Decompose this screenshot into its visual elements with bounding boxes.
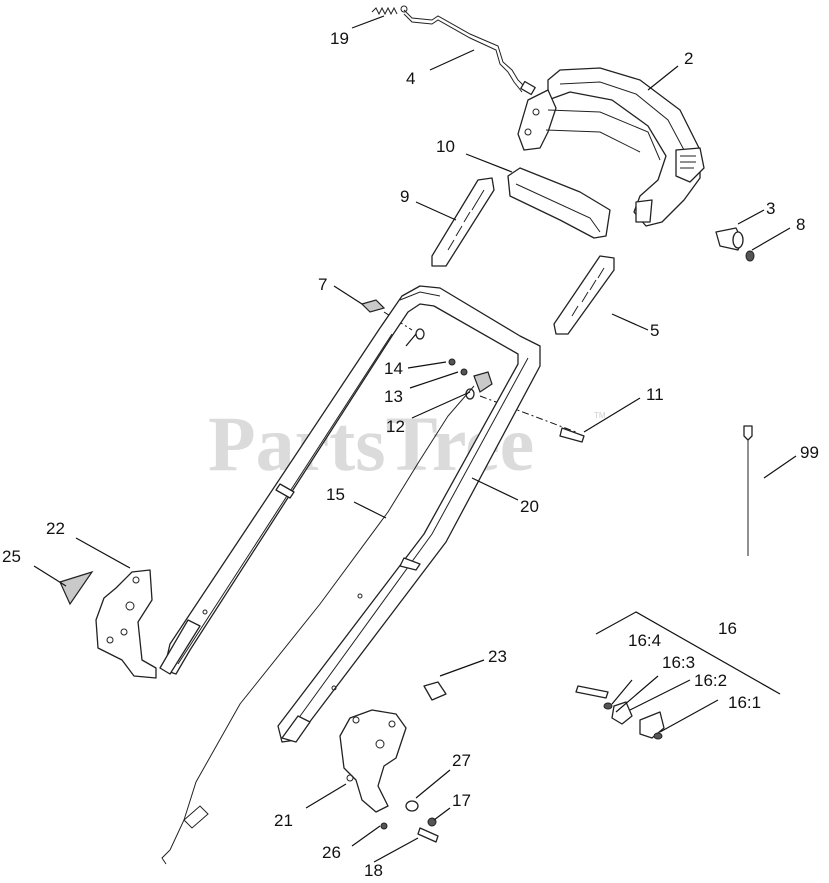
- callout-23: 23: [488, 647, 507, 666]
- callout-4: 4: [406, 69, 415, 88]
- part-23-clip: [423, 681, 447, 701]
- callout-9: 9: [400, 187, 409, 206]
- callout-16-1: 16:1: [728, 693, 761, 712]
- part-21-bracket: [339, 709, 407, 813]
- part-27-washer: [405, 800, 419, 812]
- callout-25: 25: [2, 547, 21, 566]
- callout-17: 17: [452, 791, 471, 810]
- part-5-grip: [553, 255, 615, 335]
- callout-99: 99: [800, 443, 819, 462]
- callout-12: 12: [386, 417, 405, 436]
- callout-3: 3: [766, 199, 775, 218]
- callout-11: 11: [646, 385, 664, 404]
- part-12-cable-guide: [465, 371, 493, 400]
- callout-10: 10: [436, 137, 455, 156]
- callout-2: 2: [684, 49, 693, 68]
- callout-19: 19: [330, 29, 349, 48]
- part-16-kit-bracket: [595, 611, 781, 695]
- lower-handle-frame: [159, 285, 541, 743]
- part-4-control-rod: [403, 9, 536, 96]
- callout-21: 21: [274, 811, 293, 830]
- callout-18: 18: [364, 861, 383, 880]
- part-25-decal: [59, 570, 94, 606]
- callout-16: 16: [718, 619, 737, 638]
- callout-13: 13: [384, 387, 403, 406]
- part-18-bolt: [417, 827, 439, 843]
- callout-8: 8: [796, 215, 805, 234]
- callout-27: 27: [452, 751, 471, 770]
- callout-20: 20: [520, 497, 539, 516]
- callout-7: 7: [318, 275, 327, 294]
- part-16-2-pivot: [611, 701, 633, 725]
- part-9-grip: [431, 177, 495, 267]
- leader-lines: [33, 15, 797, 863]
- part-8-nut: [745, 250, 755, 262]
- part-15-cable: [161, 385, 475, 865]
- part-2-upper-handle: [517, 67, 705, 227]
- callout-16-2: 16:2: [694, 671, 727, 690]
- part-22-bracket: [95, 569, 157, 679]
- callout-14: 14: [384, 359, 403, 378]
- part-7-clip: [360, 299, 386, 313]
- callout-15: 15: [326, 485, 345, 504]
- callout-16-3: 16:3: [662, 653, 695, 672]
- part-16-4-pin: [575, 685, 609, 699]
- callout-26: 26: [322, 843, 341, 862]
- part-16-1-latch: [639, 711, 665, 740]
- callout-16-4: 16:4: [628, 631, 661, 650]
- callout-5: 5: [650, 321, 659, 340]
- part-16-3-spring: [603, 702, 613, 710]
- part-99-cable-tie: [743, 425, 753, 556]
- part-19-spring: [371, 5, 408, 16]
- part-26-nut: [380, 822, 388, 830]
- watermark-tm: TM: [594, 411, 606, 420]
- part-11-bolt: [559, 427, 585, 443]
- assembly-line-11: [479, 395, 577, 433]
- part-13-screw: [460, 368, 468, 376]
- part-3-knob: [715, 227, 744, 251]
- part-14-washer: [415, 328, 456, 366]
- part-10-handle-cover: [507, 167, 611, 239]
- callout-labels: 19 4 2 10 3 8 9 7 5 14 13 12 11 99 15 20…: [2, 29, 819, 880]
- callout-22: 22: [46, 519, 65, 538]
